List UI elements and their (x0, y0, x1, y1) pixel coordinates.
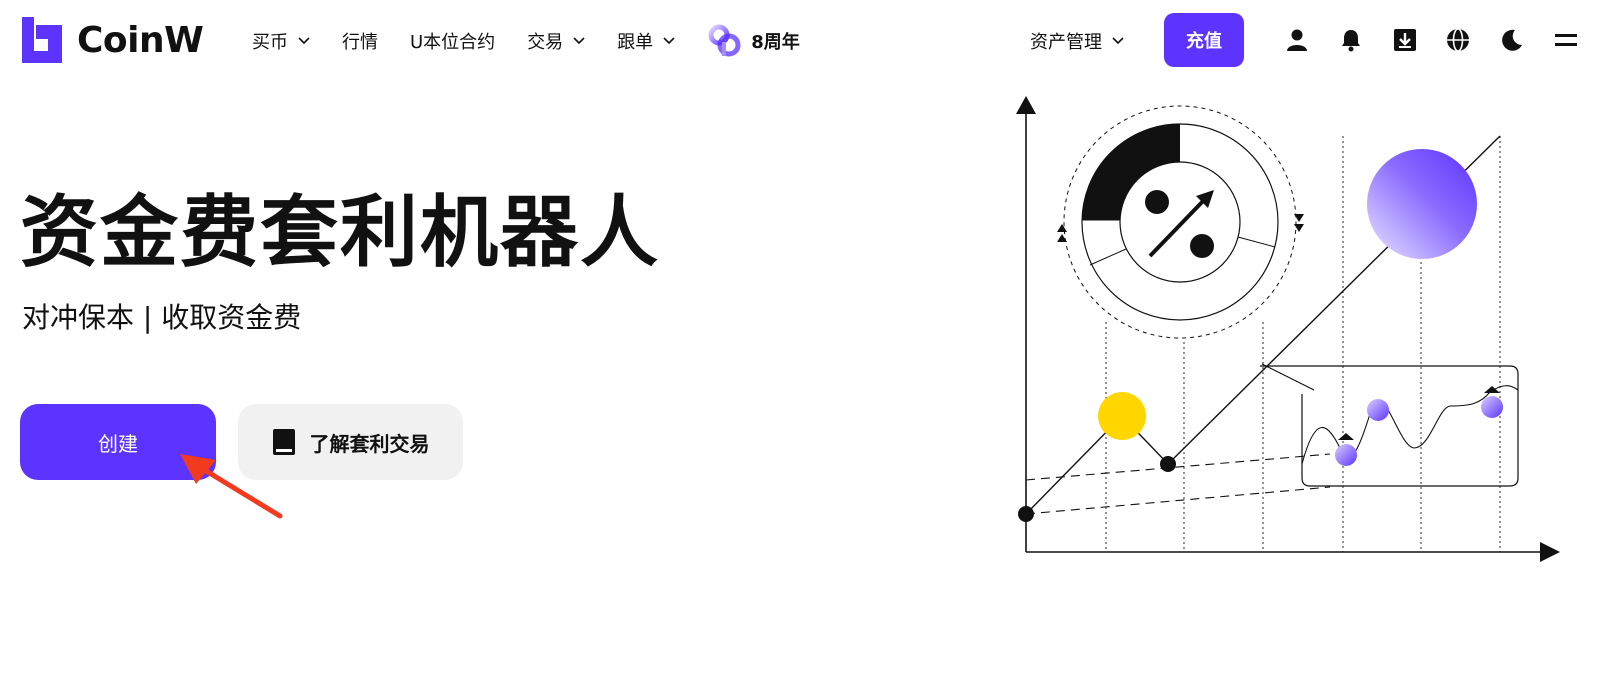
nav-trade-label: 交易 (527, 32, 564, 53)
book-icon (272, 429, 295, 455)
user-icon[interactable] (1285, 28, 1309, 52)
top-header: CoinW 买币 行情 U本位合约 交易 跟单 (0, 0, 1600, 82)
page-title: 资金费套利机器人 (20, 188, 661, 278)
arrow-annotation-icon (180, 454, 283, 519)
deposit-button[interactable]: 充值 (1164, 13, 1244, 67)
nav-anniversary[interactable]: 8周年 (707, 24, 800, 58)
create-button[interactable]: 创建 (20, 404, 216, 480)
page-subtitle: 对冲保本 | 收取资金费 (22, 301, 302, 334)
nav-copy-trading[interactable]: 跟单 (617, 28, 675, 54)
nav-futures[interactable]: U本位合约 (410, 28, 495, 54)
nav-anniversary-label: 8周年 (751, 32, 800, 53)
nav-futures-label: U本位合约 (410, 32, 496, 53)
anniversary-icon (708, 24, 741, 57)
nav-trade[interactable]: 交易 (527, 28, 585, 54)
nav-copy-label: 跟单 (617, 32, 654, 53)
logo-mark-icon (22, 17, 62, 63)
chevron-down-icon (663, 37, 675, 45)
chevron-down-icon (1112, 37, 1124, 45)
logo[interactable]: CoinW (22, 17, 204, 63)
nav-markets[interactable]: 行情 (342, 28, 378, 54)
nav-buy-label: 买币 (252, 32, 288, 53)
hero-illustration (1016, 96, 1560, 562)
main-nav: 买币 行情 U本位合约 交易 跟单 (252, 24, 832, 58)
bell-icon[interactable] (1339, 28, 1363, 52)
download-icon[interactable] (1393, 28, 1417, 52)
asset-management-menu[interactable]: 资产管理 (1030, 28, 1124, 54)
menu-icon[interactable] (1554, 28, 1578, 52)
nav-markets-label: 行情 (342, 32, 378, 53)
globe-icon[interactable] (1446, 28, 1470, 52)
learn-arbitrage-button[interactable]: 了解套利交易 (238, 404, 463, 480)
chevron-down-icon (573, 37, 585, 45)
chevron-down-icon (298, 37, 310, 45)
nav-buy[interactable]: 买币 (252, 28, 310, 54)
logo-text: CoinW (77, 19, 204, 61)
asset-management-label: 资产管理 (1030, 32, 1102, 53)
learn-arbitrage-label: 了解套利交易 (309, 431, 430, 456)
create-button-label: 创建 (98, 431, 138, 456)
moon-icon[interactable] (1500, 28, 1524, 52)
